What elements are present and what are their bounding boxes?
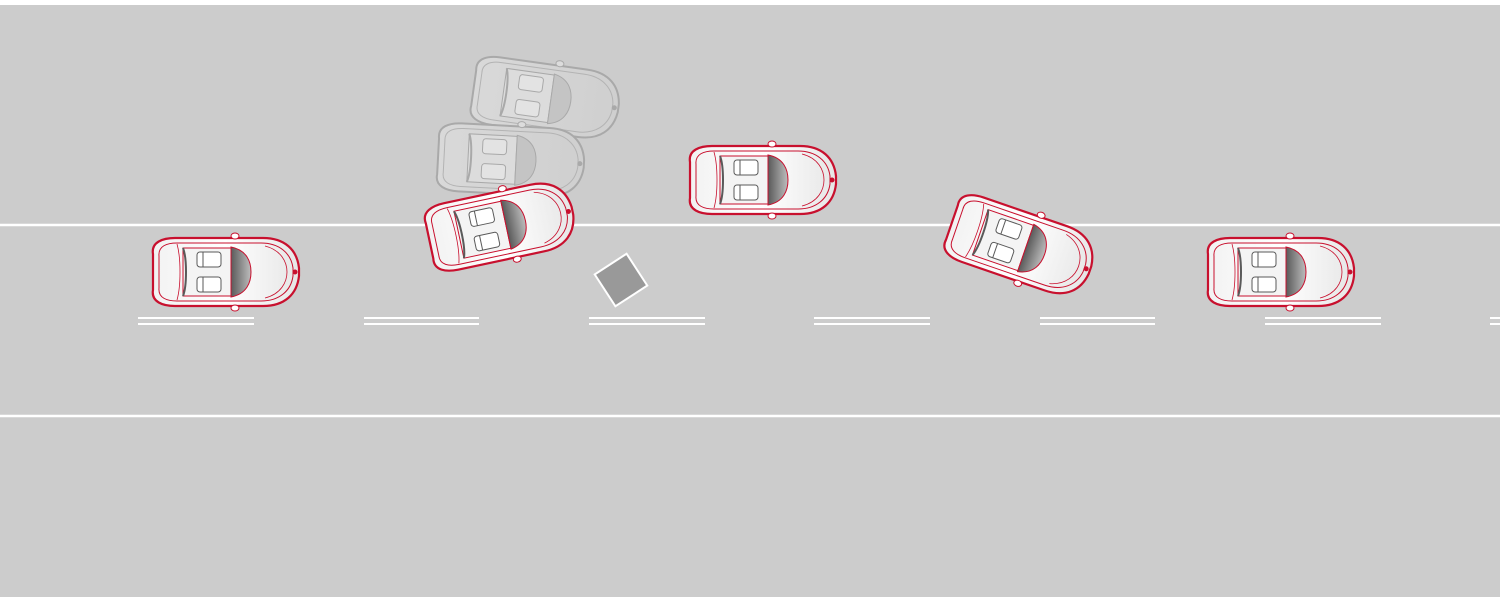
car-5 — [690, 141, 836, 219]
car-1 — [153, 233, 299, 311]
road-diagram — [0, 5, 1500, 597]
car-7 — [1208, 233, 1354, 311]
